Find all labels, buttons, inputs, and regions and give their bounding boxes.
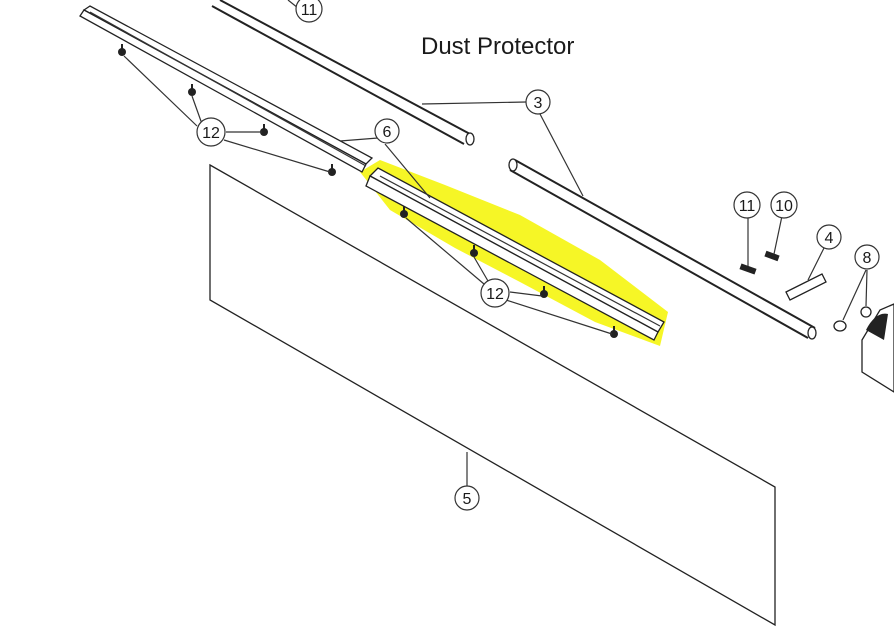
- diagram-title: Dust Protector: [421, 33, 575, 60]
- screws-upper: [118, 44, 336, 176]
- callout-12-mid: 12: [480, 278, 510, 308]
- svg-text:12: 12: [202, 125, 220, 142]
- callout-6: 6: [374, 118, 400, 144]
- svg-text:12: 12: [486, 286, 504, 303]
- svg-text:10: 10: [775, 198, 793, 215]
- hardware-right: [739, 250, 894, 393]
- screws-lower: [400, 206, 618, 338]
- rod-upper: [211, 0, 475, 146]
- svg-text:8: 8: [863, 250, 872, 267]
- rail-lower-highlighted: [365, 167, 665, 341]
- leader-lines: [123, 0, 868, 486]
- svg-text:11: 11: [301, 2, 318, 19]
- callout-12-left: 12: [196, 117, 226, 147]
- svg-text:3: 3: [534, 95, 543, 112]
- callout-4: 4: [816, 224, 842, 250]
- svg-text:4: 4: [825, 230, 834, 247]
- rod-lower: [508, 158, 817, 340]
- callout-8: 8: [854, 244, 880, 270]
- callout-11-right: 11: [733, 191, 761, 219]
- callout-5: 5: [454, 485, 480, 511]
- callout-3: 3: [525, 89, 551, 115]
- svg-text:11: 11: [739, 198, 756, 215]
- svg-text:5: 5: [463, 491, 472, 508]
- svg-text:6: 6: [383, 124, 392, 141]
- callout-10: 10: [770, 191, 798, 219]
- rail-upper: [79, 5, 374, 173]
- panel-part-5: [209, 163, 776, 627]
- callout-11-top: 11: [295, 0, 323, 23]
